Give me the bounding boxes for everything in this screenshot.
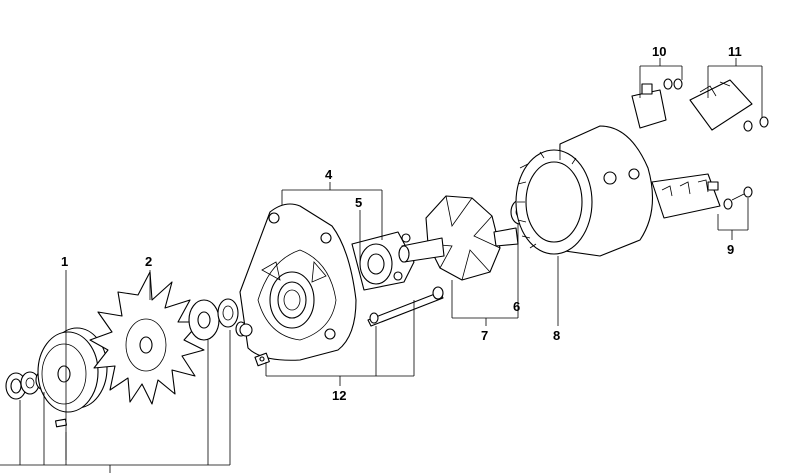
callout-2: 2	[145, 254, 152, 269]
callout-4: 4	[325, 167, 333, 182]
brush-holder	[631, 78, 683, 129]
leader-lines	[0, 58, 763, 473]
rectifier	[651, 173, 753, 219]
callout-labels: 1 2 4 5 6 7 8 9 10 11 12	[61, 44, 742, 403]
stator-housing	[515, 125, 653, 257]
callout-6: 6	[513, 299, 520, 314]
callout-11: 11	[728, 44, 742, 59]
rotor	[398, 195, 519, 281]
callout-1: 1	[61, 254, 68, 269]
fan	[89, 271, 205, 405]
voltage-regulator	[689, 79, 769, 132]
callout-12: 12	[332, 388, 346, 403]
callout-8: 8	[553, 328, 560, 343]
bearing-plate	[351, 231, 415, 291]
drive-end-housing	[239, 203, 357, 361]
callout-5: 5	[355, 195, 362, 210]
callout-7: 7	[481, 328, 488, 343]
spacer-rings	[188, 298, 247, 341]
pulley	[37, 327, 108, 428]
callout-9: 9	[727, 242, 734, 257]
callout-10: 10	[652, 44, 666, 59]
